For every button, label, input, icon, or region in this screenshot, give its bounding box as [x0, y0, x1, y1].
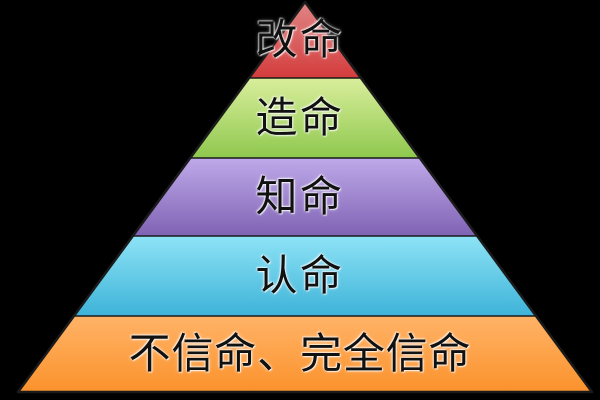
pyramid-tier-2-band: [18, 78, 592, 158]
pyramid-tier-1-band: [18, 2, 592, 78]
pyramid-outline: [16, 0, 594, 394]
pyramid-tier-3-band: [18, 158, 592, 236]
pyramid-tier-4-band: [18, 236, 592, 316]
pyramid-tier-5-band: [18, 316, 592, 392]
